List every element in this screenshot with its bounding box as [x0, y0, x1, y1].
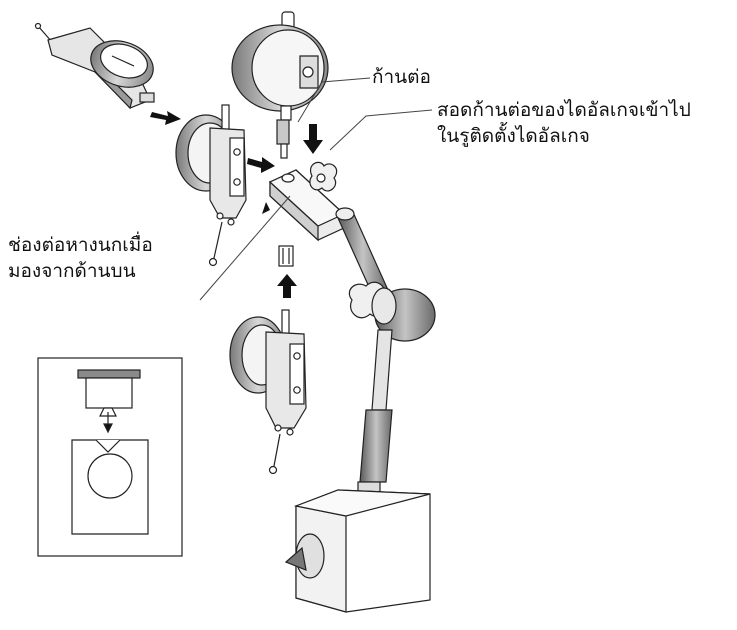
- insert-leader-line: [329, 109, 433, 151]
- insert-label-line-1: สอดก้านต่อของไดอัลเกจเข้าไป: [437, 99, 691, 121]
- test-indicator-middle: [175, 104, 247, 267]
- clamp-holder: [268, 161, 346, 242]
- insert-stem-label: สอดก้านต่อของไดอัลเกจเข้าไป ในรูติดตั้งไ…: [437, 97, 691, 149]
- arrow-down: [303, 124, 323, 154]
- stem-label-text: ก้านต่อ: [372, 66, 431, 88]
- dovetail-leader-line: [199, 195, 291, 301]
- adapter-sleeve: [278, 245, 294, 267]
- dovetail-label-line-2: มองจากด้านบน: [8, 260, 136, 282]
- magnetic-base: [284, 489, 431, 613]
- insert-label-line-2: ในรูติดตั้งไดอัลเกจ: [437, 125, 590, 147]
- test-indicator-bottom: [229, 309, 307, 475]
- dovetail-inset-box: [37, 357, 183, 557]
- stem-label: ก้านต่อ: [372, 64, 431, 90]
- arrow-up: [277, 274, 297, 298]
- dovetail-label-line-1: ช่องต่อหางนกเมื่อ: [8, 234, 153, 256]
- dovetail-label: ช่องต่อหางนกเมื่อ มองจากด้านบน: [8, 232, 153, 284]
- arrow-right-1: [150, 111, 181, 125]
- arrow-up-right: [262, 202, 270, 214]
- dial-gauge-top: [231, 11, 329, 159]
- magnetic-stand: [335, 207, 436, 495]
- test-indicator-top-left: [34, 22, 155, 110]
- stem-leader-line: [297, 77, 371, 123]
- arrow-right-2: [247, 157, 275, 173]
